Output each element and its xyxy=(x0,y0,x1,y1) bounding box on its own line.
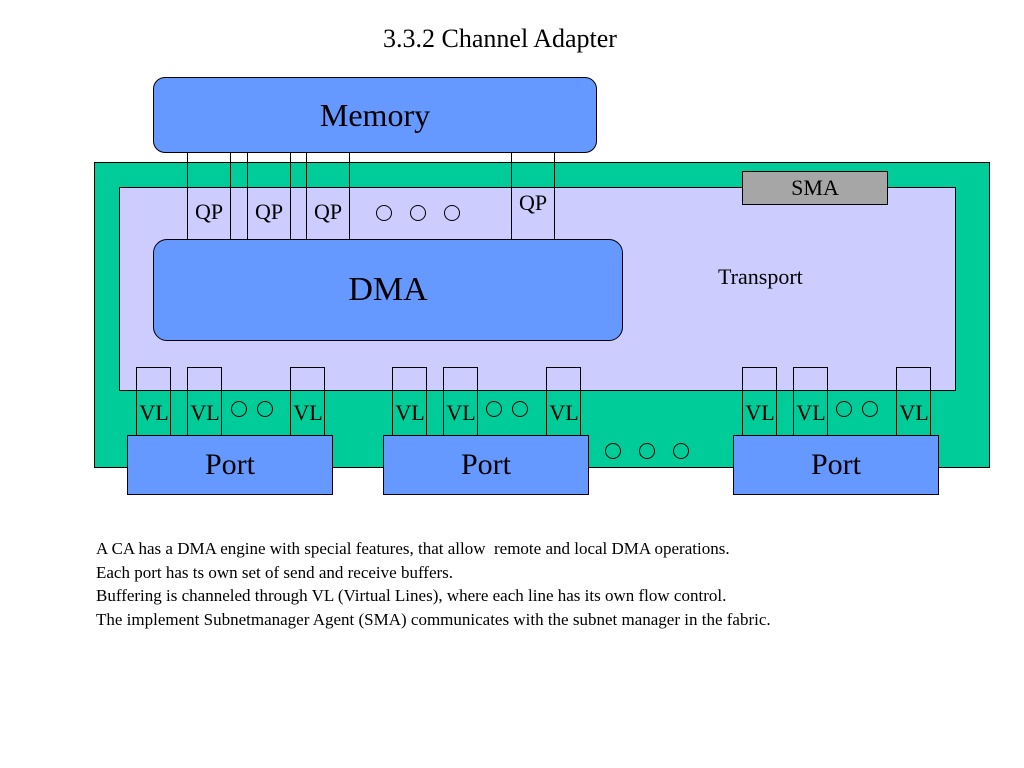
qp-label-2: QP xyxy=(254,199,284,224)
vl-label-2: VL xyxy=(190,400,220,425)
qp-label-1: QP xyxy=(194,199,224,224)
vl-label-5: VL xyxy=(446,400,476,425)
vl-buffer-8 xyxy=(793,367,828,435)
vl-buffer-4 xyxy=(392,367,427,435)
port-label: Port xyxy=(204,448,255,481)
sma-block: SMA xyxy=(742,171,888,205)
vl-buffer-7 xyxy=(742,367,777,435)
ellipsis-circle-icon xyxy=(257,401,273,417)
vl-buffer-6 xyxy=(546,367,581,435)
port-block-1: Port xyxy=(127,435,333,495)
ellipsis-circle-icon xyxy=(673,443,689,459)
vl-buffer-1 xyxy=(136,367,171,435)
ellipsis-circle-icon xyxy=(231,401,247,417)
memory-block: Memory xyxy=(153,77,597,153)
slide-title: 3.3.2 Channel Adapter xyxy=(383,24,617,53)
dma-block: DMA xyxy=(153,239,623,341)
ellipsis-circle-icon xyxy=(376,205,392,221)
port-label: Port xyxy=(810,448,861,481)
ellipsis-circle-icon xyxy=(410,205,426,221)
caption-line-1: A CA has a DMA engine with special featu… xyxy=(96,539,730,558)
transport-label: Transport xyxy=(718,264,803,289)
vl-buffer-2 xyxy=(187,367,222,435)
vl-buffer-9 xyxy=(896,367,931,435)
vl-label-3: VL xyxy=(293,400,323,425)
ellipsis-circle-icon xyxy=(605,443,621,459)
qp-connector-3 xyxy=(306,153,350,239)
sma-label: SMA xyxy=(791,175,839,200)
caption-line-3: Buffering is channeled through VL (Virtu… xyxy=(96,586,727,605)
ellipsis-circle-icon xyxy=(444,205,460,221)
memory-label: Memory xyxy=(319,96,431,133)
caption-line-2: Each port has ts own set of send and rec… xyxy=(96,562,454,582)
qp-connector-1 xyxy=(187,153,231,239)
vl-label-6: VL xyxy=(549,400,579,425)
ellipsis-circle-icon xyxy=(639,443,655,459)
caption-line-4: The implement Subnetmanager Agent (SMA) … xyxy=(96,609,771,629)
vl-label-9: VL xyxy=(899,400,929,425)
vl-label-1: VL xyxy=(139,400,169,425)
port-block-2: Port xyxy=(383,435,589,495)
qp-connector-2 xyxy=(247,153,291,239)
ellipsis-circle-icon xyxy=(836,401,852,417)
vl-buffer-5 xyxy=(443,367,478,435)
qp-label-4: QP xyxy=(518,190,548,215)
port-label: Port xyxy=(460,448,511,481)
port-block-3: Port xyxy=(733,435,939,495)
description-text: A CA has a DMA engine with special featu… xyxy=(96,537,996,631)
ellipsis-circle-icon xyxy=(512,401,528,417)
vl-buffer-3 xyxy=(290,367,325,435)
qp-connector-4 xyxy=(511,153,555,239)
ellipsis-circle-icon xyxy=(862,401,878,417)
qp-label-3: QP xyxy=(313,199,343,224)
vl-label-8: VL xyxy=(796,400,826,425)
vl-label-4: VL xyxy=(395,400,425,425)
vl-label-7: VL xyxy=(745,400,775,425)
dma-label: DMA xyxy=(348,271,428,308)
ellipsis-circle-icon xyxy=(486,401,502,417)
